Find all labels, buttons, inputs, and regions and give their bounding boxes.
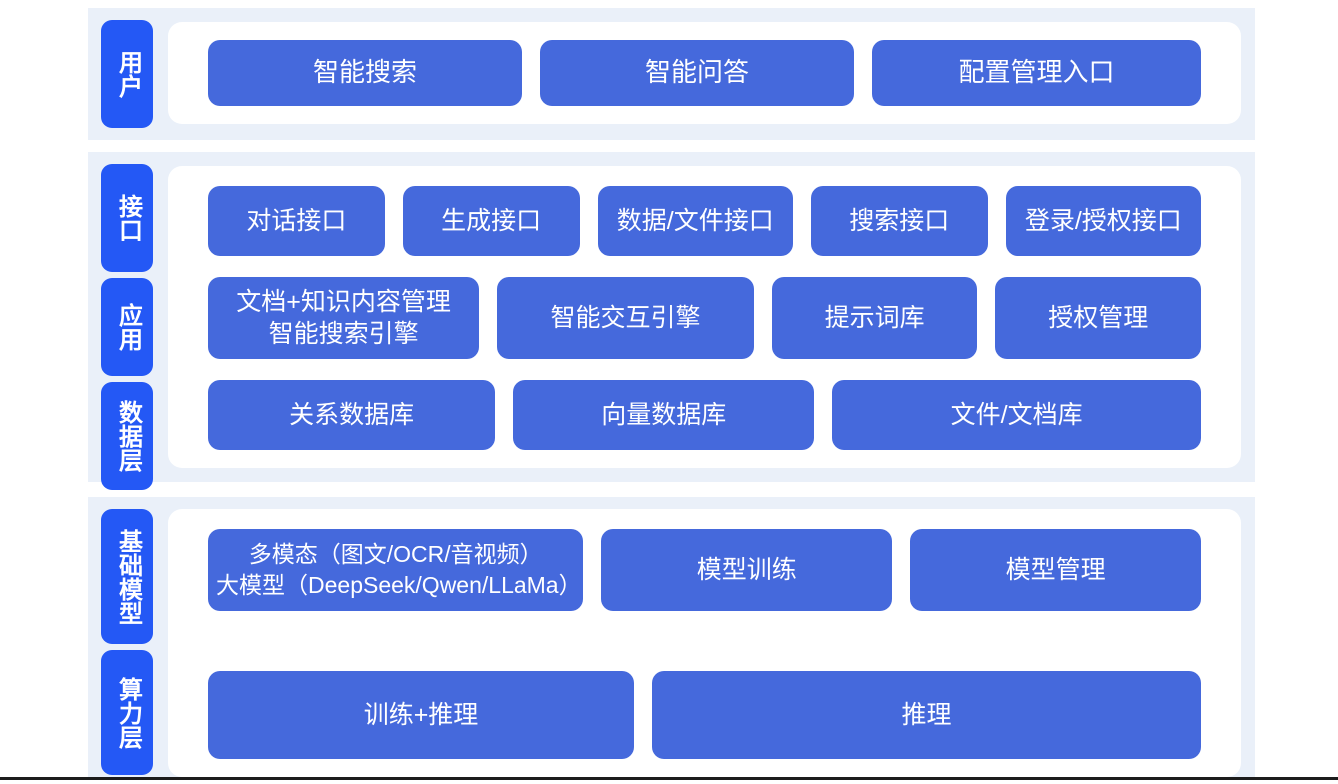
box-relational-database[interactable]: 关系数据库	[208, 380, 496, 450]
application-row: 文档+知识内容管理 智能搜索引擎 智能交互引擎 提示词库 授权管理	[208, 277, 1201, 359]
box-authorization-management[interactable]: 授权管理	[995, 277, 1201, 359]
box-doc-knowledge-and-search-engine[interactable]: 文档+知识内容管理 智能搜索引擎	[208, 277, 480, 359]
layer-tab-application[interactable]: 应用	[101, 278, 153, 376]
box-generation-api[interactable]: 生成接口	[402, 186, 580, 256]
layer-platform-card: 对话接口 生成接口 数据/文件接口 搜索接口 登录/授权接口 文档+知识内容管理…	[168, 166, 1241, 468]
box-smart-search[interactable]: 智能搜索	[208, 40, 523, 106]
user-row: 智能搜索 智能问答 配置管理入口	[208, 40, 1201, 106]
box-inference[interactable]: 推理	[652, 671, 1201, 759]
layer-tab-data[interactable]: 数据层	[101, 382, 153, 490]
layer-platform-tab-column: 接口 应用 数据层	[88, 152, 166, 490]
box-dialog-api[interactable]: 对话接口	[208, 186, 385, 256]
box-multimodal-large-model[interactable]: 多模态（图文/OCR/音视频） 大模型（DeepSeek/Qwen/LLaMa）	[208, 529, 584, 611]
layer-platform: 接口 应用 数据层 对话接口 生成接口 数据/文件接口 搜索接口 登录/授权接口…	[88, 152, 1255, 490]
box-data-file-api[interactable]: 数据/文件接口	[597, 186, 793, 256]
base-model-row: 多模态（图文/OCR/音视频） 大模型（DeepSeek/Qwen/LLaMa）…	[208, 529, 1201, 611]
interface-row: 对话接口 生成接口 数据/文件接口 搜索接口 登录/授权接口	[208, 186, 1201, 256]
box-login-auth-api[interactable]: 登录/授权接口	[1005, 186, 1201, 256]
box-vector-database[interactable]: 向量数据库	[513, 380, 815, 450]
box-smart-interaction-engine[interactable]: 智能交互引擎	[497, 277, 754, 359]
box-prompt-library[interactable]: 提示词库	[771, 277, 978, 359]
layer-user-card: 智能搜索 智能问答 配置管理入口	[168, 22, 1241, 124]
box-model-training[interactable]: 模型训练	[601, 529, 893, 611]
box-file-document-store[interactable]: 文件/文档库	[832, 380, 1201, 450]
box-smart-qa[interactable]: 智能问答	[540, 40, 855, 106]
bottom-divider	[0, 777, 1338, 780]
box-model-management[interactable]: 模型管理	[910, 529, 1201, 611]
layer-user: 用户 智能搜索 智能问答 配置管理入口	[88, 8, 1255, 140]
box-config-management-entry[interactable]: 配置管理入口	[872, 40, 1201, 106]
layer-tab-base-model[interactable]: 基础模型	[101, 509, 153, 644]
box-search-api[interactable]: 搜索接口	[810, 186, 988, 256]
box-training-plus-inference[interactable]: 训练+推理	[208, 671, 634, 759]
layer-infrastructure-tab-column: 基础模型 算力层	[88, 497, 166, 777]
layer-tab-user[interactable]: 用户	[101, 20, 153, 128]
layer-tab-compute[interactable]: 算力层	[101, 650, 153, 775]
layer-infrastructure: 基础模型 算力层 多模态（图文/OCR/音视频） 大模型（DeepSeek/Qw…	[88, 497, 1255, 777]
layer-infrastructure-card: 多模态（图文/OCR/音视频） 大模型（DeepSeek/Qwen/LLaMa）…	[168, 509, 1241, 777]
layer-user-tab-column: 用户	[88, 8, 166, 140]
compute-row: 训练+推理 推理	[208, 671, 1201, 759]
data-row: 关系数据库 向量数据库 文件/文档库	[208, 380, 1201, 450]
layer-tab-interface[interactable]: 接口	[101, 164, 153, 272]
